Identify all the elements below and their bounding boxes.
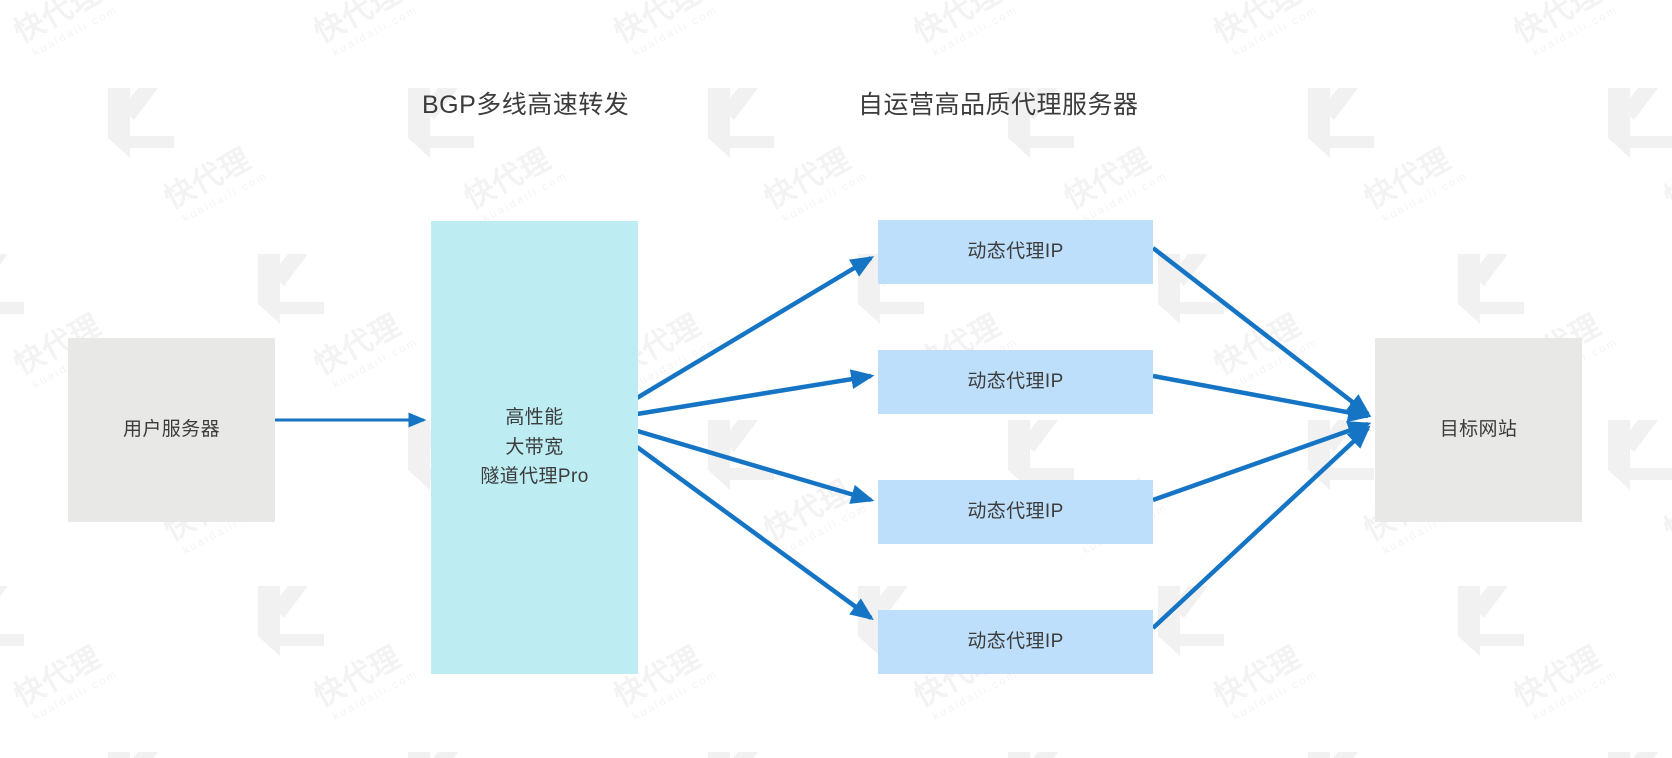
node-tunnel-proxy-label: 高性能 大带宽 隧道代理Pro (480, 407, 589, 488)
node-proxy-ip-4[interactable]: 动态代理IP (878, 610, 1153, 674)
node-proxy-ip-2[interactable]: 动态代理IP (878, 350, 1153, 414)
node-tunnel-proxy[interactable]: 高性能 大带宽 隧道代理Pro (431, 221, 638, 674)
node-proxy-ip-1[interactable]: 动态代理IP (878, 220, 1153, 284)
section-title-bgp: BGP多线高速转发 (422, 91, 630, 119)
node-user-server-label: 用户服务器 (122, 419, 220, 441)
node-user-server[interactable]: 用户服务器 (68, 338, 275, 522)
edge-proxy-1-to-target (1152, 373, 1372, 423)
edge-proxy-0-to-target (1151, 246, 1371, 417)
edge-proxy-2-to-target (1152, 421, 1372, 503)
node-proxy-ip-1-label: 动态代理IP (967, 241, 1064, 263)
node-proxy-ip-4-label: 动态代理IP (967, 631, 1064, 653)
edge-tunnel-to-proxy-0 (598, 256, 875, 422)
edge-proxy-3-to-target (1151, 425, 1371, 630)
section-title-proxy: 自运营高品质代理服务器 (858, 91, 1139, 119)
edge-tunnel-to-proxy-1 (599, 369, 875, 423)
node-target-site-label: 目标网站 (1439, 419, 1518, 441)
edge-tunnel-to-proxy-2 (599, 417, 875, 504)
node-proxy-ip-3[interactable]: 动态代理IP (878, 480, 1153, 544)
node-target-site[interactable]: 目标网站 (1375, 338, 1582, 522)
node-proxy-ip-2-label: 动态代理IP (967, 371, 1064, 393)
edge-tunnel-to-proxy-3 (598, 418, 874, 621)
node-proxy-ip-3-label: 动态代理IP (967, 501, 1064, 523)
